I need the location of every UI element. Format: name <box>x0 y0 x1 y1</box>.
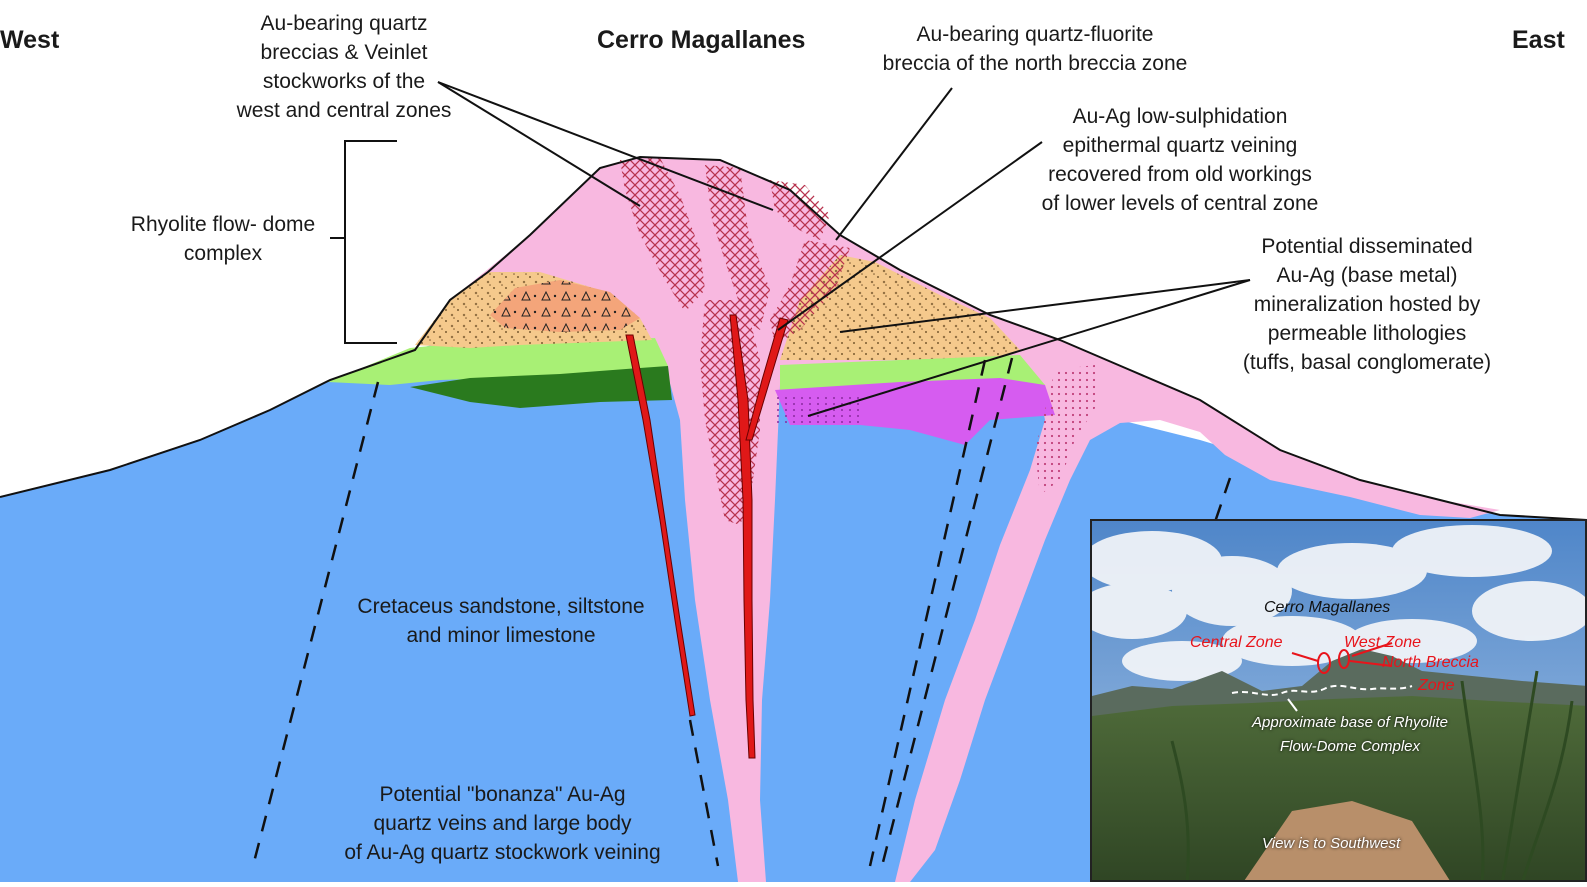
inset-north-breccia: North Breccia <box>1382 653 1479 673</box>
purple-dots <box>775 395 860 425</box>
quartz-fluorite-label: Au-bearing quartz-fluorite breccia of th… <box>872 20 1198 78</box>
bonanza-label: Potential "bonanza" Au-Ag quartz veins a… <box>330 780 675 867</box>
inset-landscape <box>1092 521 1587 882</box>
disseminated-label: Potential disseminated Au-Ag (base metal… <box>1232 232 1502 377</box>
rhyolite-label: Rhyolite flow- dome complex <box>118 210 328 268</box>
inset-central-zone: Central Zone <box>1190 633 1283 653</box>
inset-base-label: Approximate base of Rhyolite Flow-Dome C… <box>1230 711 1470 759</box>
epithermal-veining-label: Au-Ag low-sulphidation epithermal quartz… <box>1032 102 1328 218</box>
west-label: West <box>0 26 59 55</box>
inset-photo: Cerro Magallanes Central Zone West Zone … <box>1090 519 1587 882</box>
diagram-title: Cerro Magallanes <box>597 26 805 55</box>
rhyolite-bracket <box>330 141 397 343</box>
inset-west-zone: West Zone <box>1344 633 1421 653</box>
inset-view-label: View is to Southwest <box>1262 832 1400 856</box>
breccia-stockworks-label: Au-bearing quartz breccias & Veinlet sto… <box>226 9 462 125</box>
inset-north-breccia-zone: Zone <box>1418 676 1454 696</box>
cretaceous-label: Cretaceus sandstone, siltstone and minor… <box>340 592 662 650</box>
inset-title: Cerro Magallanes <box>1264 599 1390 617</box>
east-label: East <box>1512 26 1565 55</box>
